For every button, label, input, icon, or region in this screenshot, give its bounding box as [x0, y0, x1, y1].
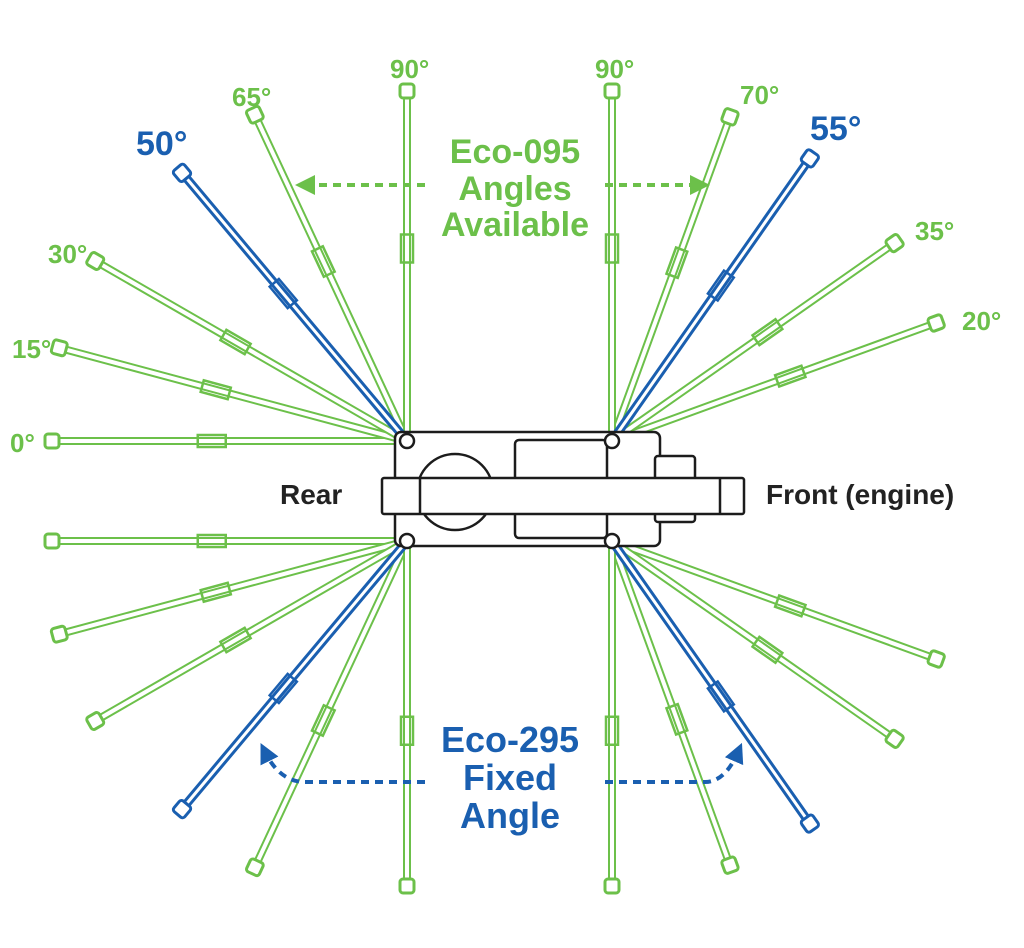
green-arm-rear-top-0	[43, 432, 411, 450]
green-arm-front-bottom-90-clamp	[604, 715, 620, 746]
green-arm-front-top-70-pad	[720, 107, 740, 127]
green-arm-front-top-70-clamp	[664, 245, 689, 280]
blue-arm-rear-bottom-50	[171, 536, 412, 820]
green-arm-front-top-20	[608, 313, 946, 445]
green-arm-front-bottom-35-pad	[884, 728, 905, 749]
pivot-rear-bottom	[398, 532, 416, 550]
eco295-title-line2: Fixed	[463, 757, 557, 798]
green-arm-front-top-35	[608, 233, 905, 445]
blue-arm-front-top-55	[607, 148, 820, 446]
green-arm-front-bottom-70	[608, 537, 740, 875]
eco095-title-line1: Eco-095	[450, 133, 580, 171]
green-arm-rear-top-0-pad	[43, 432, 61, 450]
eco295-title-line3: Angle	[460, 795, 560, 836]
green-arm-rear-top-30-pad	[85, 251, 106, 271]
blue-arm-rear-bottom-50-clamp	[267, 672, 299, 705]
green-arm-rear-top-15-clamp	[199, 378, 233, 401]
machine-chassis	[380, 430, 746, 550]
blue-arm-rear-top-50	[171, 162, 412, 446]
green-arm-rear-bottom-30	[85, 537, 411, 731]
green-arm-front-bottom-35	[608, 537, 905, 749]
blue-arm-front-top-55-clamp	[706, 268, 736, 303]
green-arm-front-bottom-20-clamp	[773, 593, 808, 618]
angle-label-rear-90: 90°	[390, 54, 429, 84]
angle-label-rear-15: 15°	[12, 334, 51, 364]
green-arm-rear-top-65-clamp	[310, 244, 337, 279]
angle-label-front-55: 55°	[810, 110, 861, 148]
green-arm-rear-top-30-clamp	[218, 328, 253, 356]
blue-arm-front-bottom-55-clamp	[706, 679, 736, 714]
eco295-arrow-left	[260, 743, 425, 784]
blue-arm-front-bottom-55-pad	[799, 813, 820, 834]
green-arm-rear-bottom-65-pad	[245, 857, 265, 878]
green-arm-rear-bottom-65-clamp	[310, 703, 337, 738]
green-arm-front-top-20-pad	[926, 313, 946, 333]
green-arm-rear-top-65-pad	[245, 104, 265, 125]
angle-label-rear-30: 30°	[48, 239, 87, 269]
pivot-rear-top	[398, 432, 416, 450]
blue-arm-rear-bottom-50-pad	[171, 798, 193, 820]
green-arm-rear-top-90	[398, 82, 416, 445]
green-arm-rear-bottom-30-clamp	[218, 626, 253, 654]
eco095-title-line3: Available	[441, 206, 589, 244]
angle-label-rear-65: 65°	[232, 82, 271, 112]
green-outrigger-arms	[43, 82, 946, 895]
green-arm-rear-bottom-0-pad	[43, 532, 61, 550]
green-arm-front-top-90-pad	[603, 82, 621, 100]
green-arm-rear-top-15-pad	[49, 338, 69, 358]
green-arm-rear-top-30	[85, 251, 411, 445]
green-arm-rear-bottom-15-pad	[49, 624, 69, 644]
green-arm-front-top-90	[603, 82, 621, 445]
blue-arm-front-bottom-55	[607, 536, 820, 834]
green-arm-front-bottom-90	[603, 537, 621, 895]
green-arm-rear-bottom-30-pad	[85, 711, 106, 731]
green-arm-rear-bottom-0-clamp	[196, 533, 227, 549]
blue-arm-rear-top-50-pad	[171, 162, 193, 184]
green-arm-rear-top-90-clamp	[399, 233, 415, 264]
blue-arm-rear-top-50-clamp	[267, 277, 299, 310]
green-arm-front-bottom-35-clamp	[750, 635, 785, 665]
green-arm-front-bottom-70-pad	[720, 855, 740, 875]
central-boom	[380, 476, 746, 516]
green-arm-rear-bottom-90-clamp	[399, 715, 415, 746]
green-arm-rear-bottom-15	[49, 537, 411, 644]
green-arm-front-bottom-90-pad	[603, 877, 621, 895]
green-arm-front-top-70	[608, 107, 740, 445]
blue-outrigger-arms	[171, 148, 820, 834]
green-arm-rear-top-15	[49, 338, 411, 445]
eco295-title-line1: Eco-295	[441, 719, 579, 760]
blue-arm-front-top-55-pad	[799, 148, 820, 169]
green-arm-front-top-20-clamp	[773, 364, 808, 389]
green-arm-rear-top-65	[245, 104, 411, 445]
eco295-arrow-right	[605, 742, 744, 784]
green-arm-rear-top-0-clamp	[196, 433, 227, 449]
eco095-title-line2: Angles	[458, 170, 571, 208]
angle-label-rear-0: 0°	[10, 428, 35, 458]
green-arm-front-top-90-clamp	[604, 233, 620, 264]
angle-label-front-90: 90°	[595, 54, 634, 84]
green-arm-rear-top-90-pad	[398, 82, 416, 100]
green-arm-rear-bottom-15-clamp	[199, 581, 233, 604]
green-arm-rear-bottom-90-pad	[398, 877, 416, 895]
front-label: Front (engine)	[766, 479, 954, 510]
green-arm-rear-bottom-65	[245, 537, 411, 878]
angle-label-front-70: 70°	[740, 80, 779, 110]
green-arm-rear-bottom-90	[398, 537, 416, 895]
angle-label-front-20: 20°	[962, 306, 1001, 336]
angle-label-rear-50: 50°	[136, 125, 187, 163]
green-arm-front-bottom-20-pad	[926, 649, 946, 669]
green-arm-front-top-35-clamp	[750, 317, 785, 347]
green-arm-front-bottom-70-clamp	[664, 702, 689, 737]
pivot-front-top	[603, 432, 621, 450]
angle-label-front-35: 35°	[915, 216, 954, 246]
green-arm-front-top-35-pad	[884, 233, 905, 254]
rear-label: Rear	[280, 479, 342, 510]
green-arm-front-bottom-20	[608, 537, 946, 669]
pivot-front-bottom	[603, 532, 621, 550]
green-arm-rear-bottom-0	[43, 532, 411, 550]
